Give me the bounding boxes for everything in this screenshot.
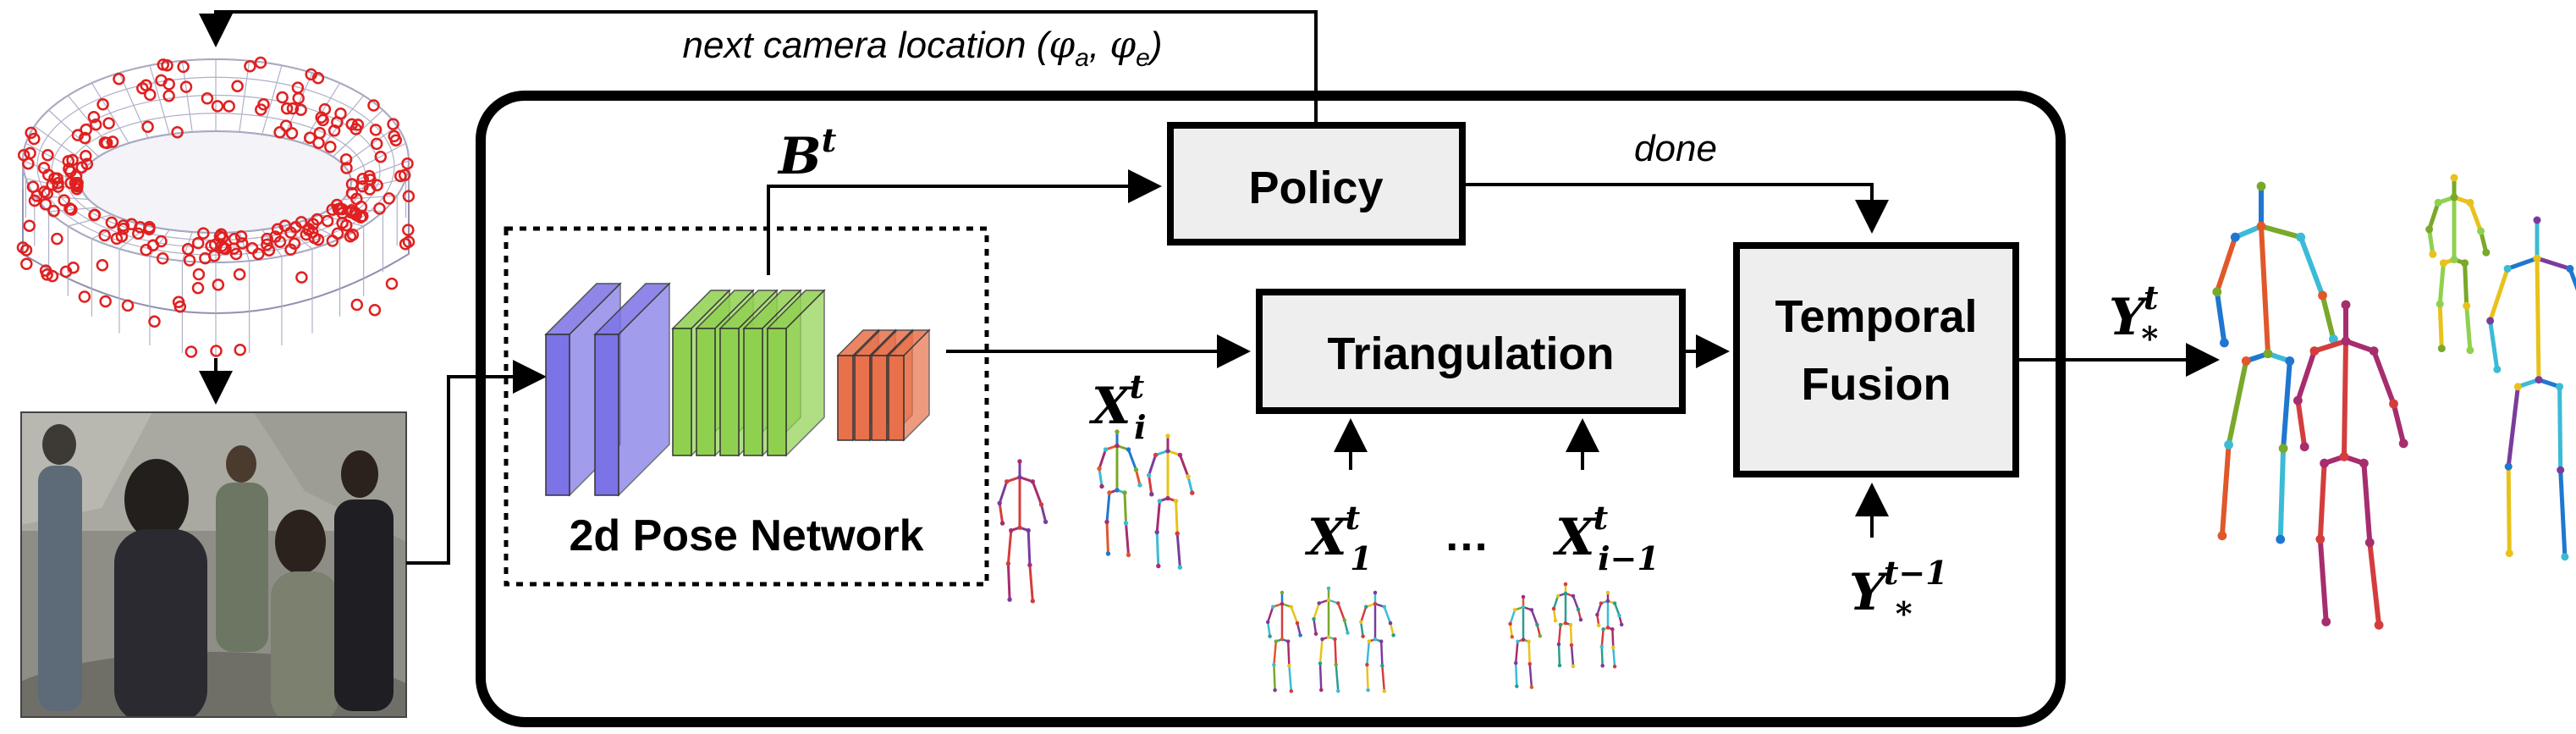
pose-network-label: 2d Pose Network xyxy=(569,511,923,560)
policy-box xyxy=(1167,122,1466,246)
skeleton xyxy=(1551,582,1583,669)
network-to-policy-arrow xyxy=(767,169,1162,275)
skeleton xyxy=(1595,590,1624,669)
feedback-arrow xyxy=(199,10,1318,125)
temporal-fusion-line1: Temporal xyxy=(1775,291,1977,342)
conv-layers xyxy=(544,282,931,497)
pose-network-box xyxy=(504,226,989,587)
main-container xyxy=(476,91,2066,727)
math-Yout: Yt* xyxy=(2109,279,2159,357)
camera-dome-figure xyxy=(16,56,416,358)
skeleton xyxy=(1508,594,1543,689)
feedback-label: next camera location (φa, φe) xyxy=(683,24,1163,72)
skeleton xyxy=(1265,590,1302,693)
photo-to-network-arrow xyxy=(406,360,547,565)
policy-to-fusion-arrow xyxy=(1462,183,1889,234)
camera-markers xyxy=(16,56,416,358)
input-photo xyxy=(21,412,406,717)
conv-block-orange xyxy=(887,328,931,442)
skeleton xyxy=(1358,590,1395,693)
skeleton xyxy=(1146,433,1195,570)
skeleton xyxy=(2212,181,2338,544)
ellipsis: … xyxy=(1444,510,1489,560)
skeleton xyxy=(1312,586,1350,693)
conv-block-blue xyxy=(593,282,671,497)
temporal-fusion-line2: Fusion xyxy=(1802,359,1951,410)
skeleton xyxy=(1097,429,1142,558)
math-Yprev: Yt−1* xyxy=(1849,554,1948,632)
triangulation-label: Triangulation xyxy=(1327,328,1614,379)
skeleton xyxy=(2293,300,2408,630)
policy-label: Policy xyxy=(1248,163,1383,213)
done-label: done xyxy=(1634,128,1717,169)
conv-block-green xyxy=(766,289,826,457)
skeleton xyxy=(2486,216,2576,561)
math-B: Bt xyxy=(777,121,837,186)
skeleton xyxy=(997,459,1049,604)
skeleton-illustrations xyxy=(997,174,2576,693)
skeleton xyxy=(2425,174,2491,355)
